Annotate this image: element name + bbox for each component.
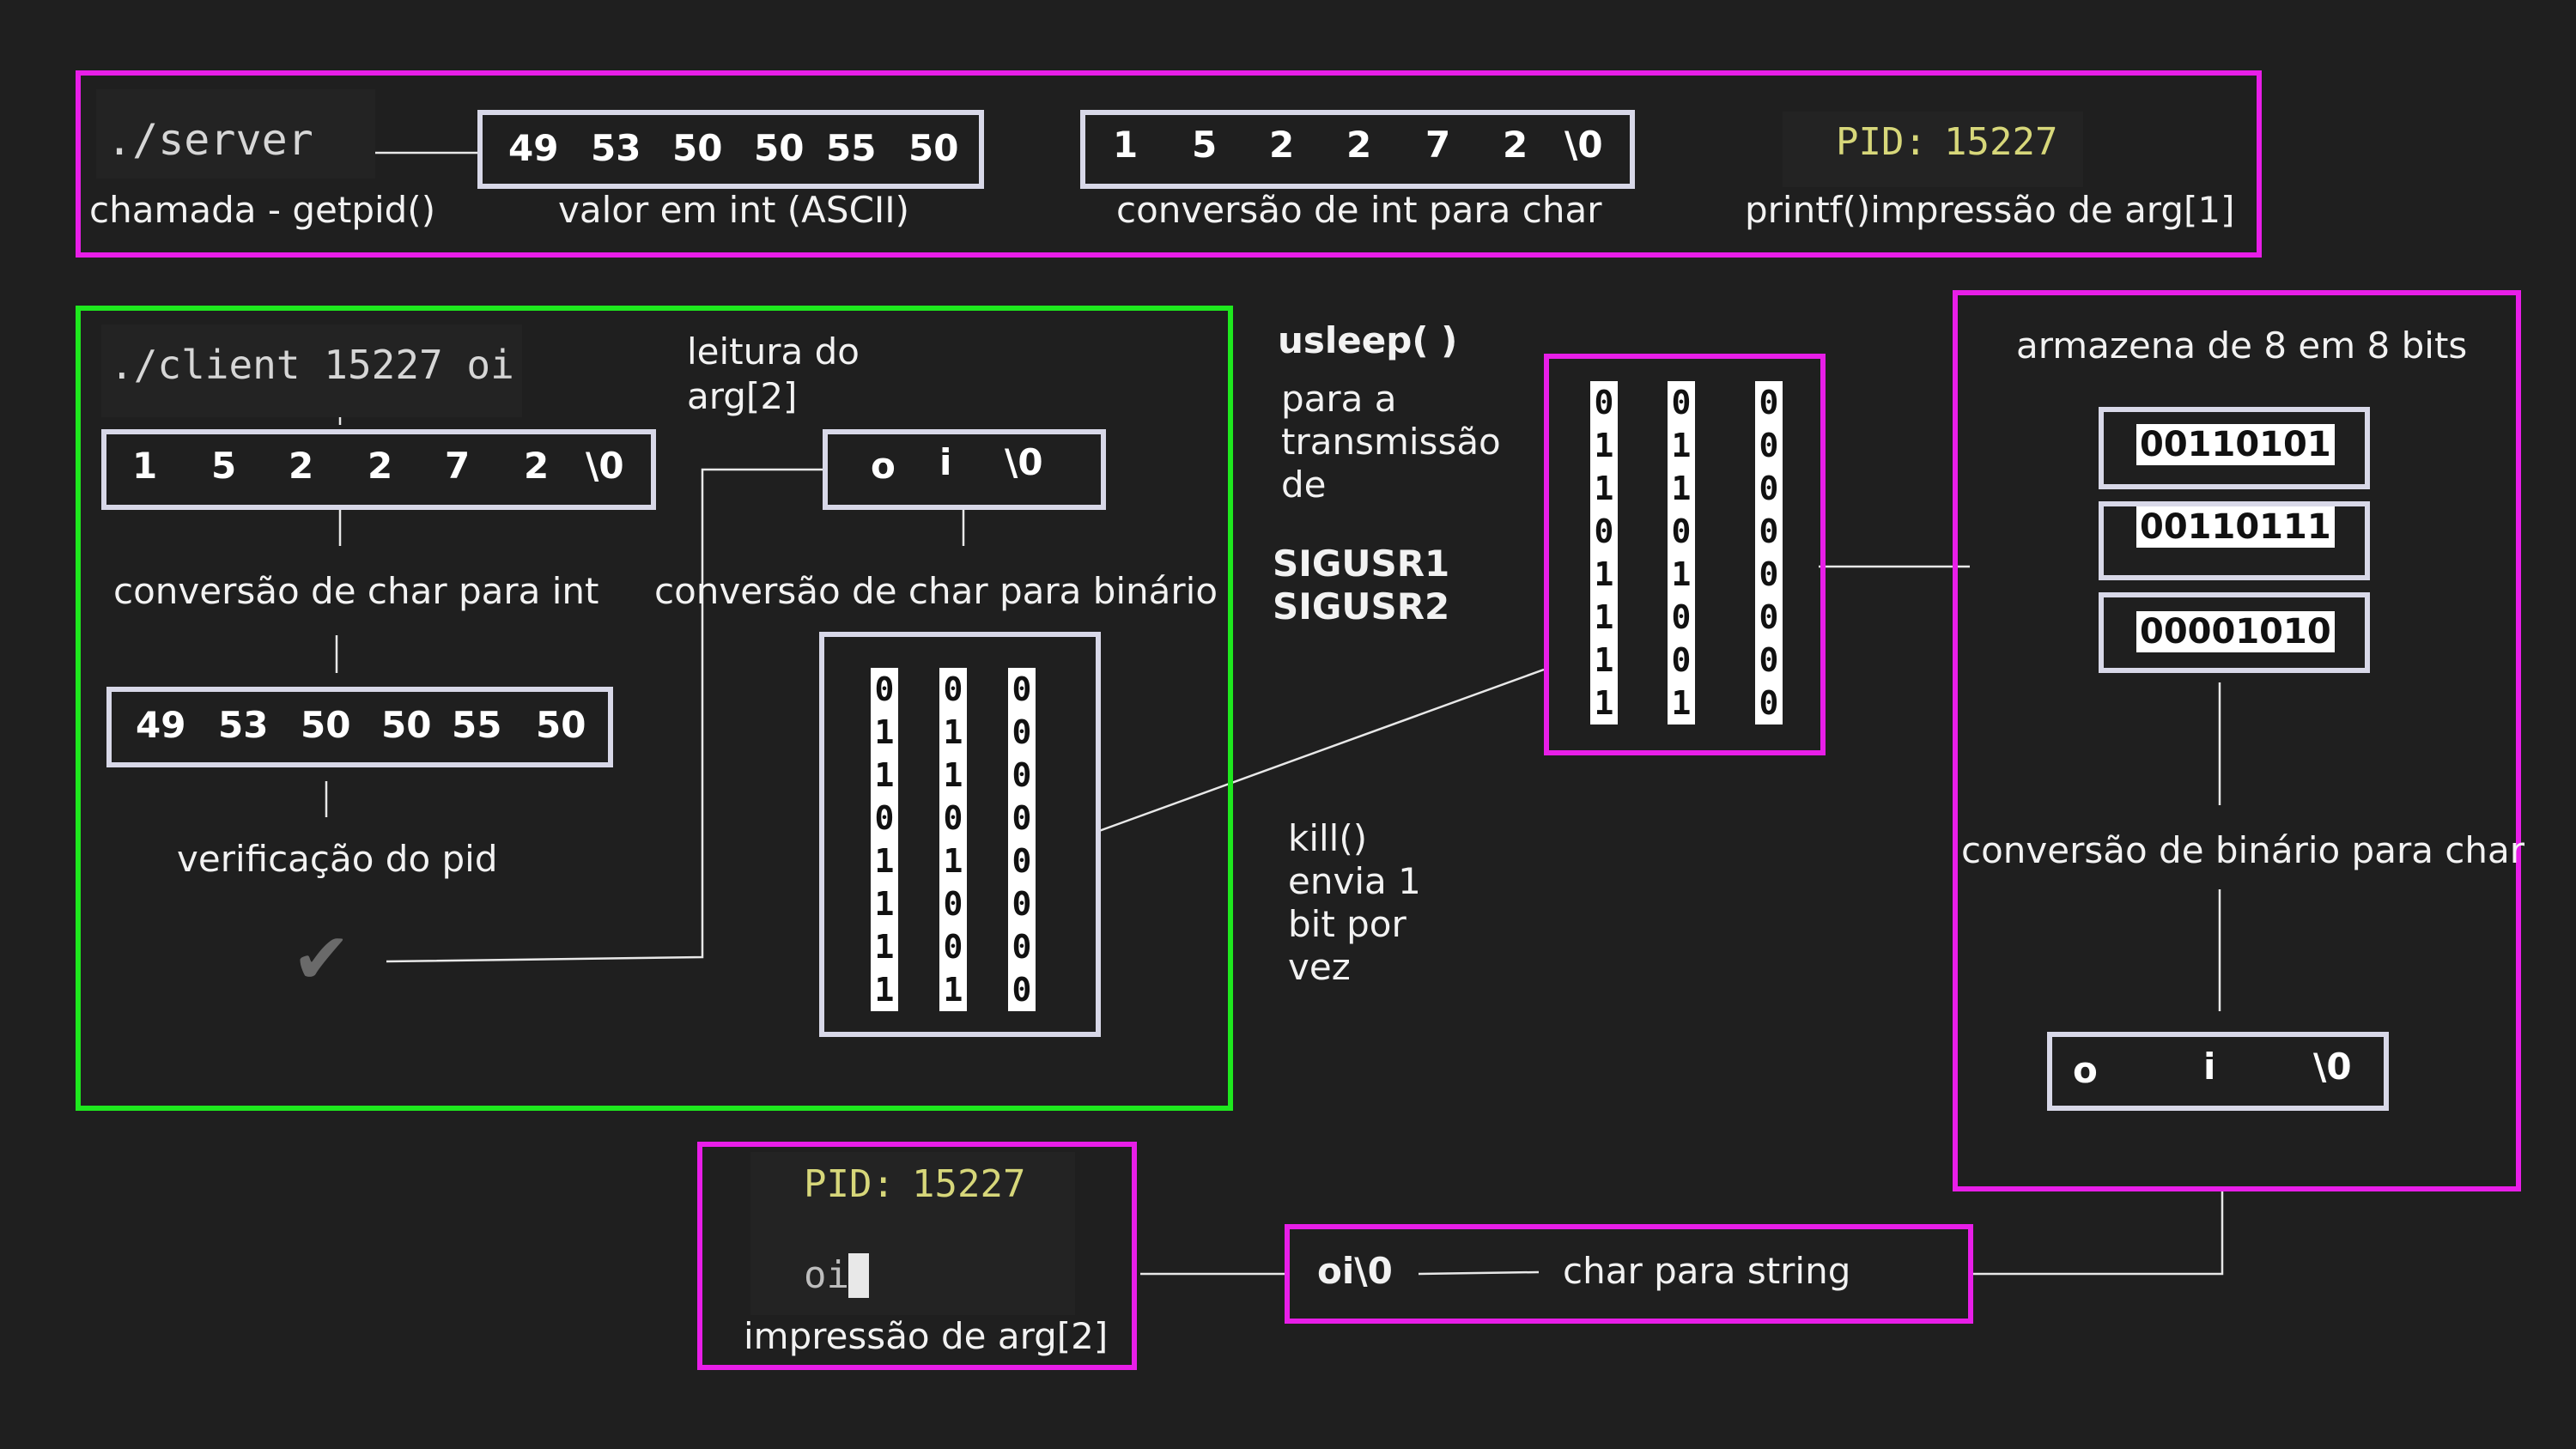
caption-char-bin: conversão de char para binário (654, 570, 1218, 612)
check-mark-icon: ✔ (292, 919, 351, 1000)
caption-store-bits: armazena de 8 em 8 bits (2016, 324, 2468, 367)
pid-value: 15227 (912, 1162, 1026, 1206)
ascii-cell: 49 (136, 704, 186, 746)
ascii-cell: 50 (908, 127, 959, 169)
string-frame (1285, 1224, 1973, 1324)
char-cell: 2 (1269, 124, 1295, 166)
caption-getpid: chamada - getpid() (89, 189, 436, 231)
binary-column: 00000000 (1008, 668, 1036, 1011)
kill-desc-line: bit por (1288, 903, 1406, 945)
pid-char: 7 (445, 445, 471, 487)
ascii-cell: 50 (672, 127, 723, 169)
caption-bin-char: conversão de binário para char (1961, 829, 2525, 871)
pid-char: 1 (132, 445, 158, 487)
receiver-chars-box (2047, 1032, 2389, 1111)
byte-box (2099, 407, 2370, 489)
server-ascii-box (477, 110, 984, 189)
byte-value: 00001010 (2136, 611, 2335, 652)
caption-printf: printf()impressão de arg[1] (1745, 189, 2235, 231)
signal-sigusr1: SIGUSR1 (1273, 543, 1450, 585)
usleep-desc-line: transmissão (1281, 421, 1501, 463)
caption-char-string: char para string (1563, 1250, 1851, 1292)
ascii-cell: 53 (218, 704, 269, 746)
binary-column: 01101111 (1590, 381, 1618, 724)
kill-desc-line: envia 1 (1288, 860, 1421, 902)
char-cell: 2 (1503, 124, 1528, 166)
char-cell: 1 (1113, 124, 1139, 166)
pid-char: 5 (211, 445, 237, 487)
ascii-cell: 50 (754, 127, 805, 169)
pid-char: \0 (586, 445, 624, 487)
signal-sigusr2: SIGUSR2 (1273, 585, 1450, 627)
pid-char: 2 (524, 445, 550, 487)
pid-label: PID: (804, 1162, 895, 1206)
pid-label: PID: (1836, 120, 1927, 164)
byte-box (2099, 592, 2370, 673)
pid-char: 2 (289, 445, 314, 487)
ascii-cell: 49 (508, 127, 559, 169)
ascii-cell: 55 (452, 704, 502, 746)
byte-value: 00110101 (2136, 424, 2335, 465)
caption-read-line: leitura do (687, 330, 860, 373)
caption-int-char: conversão de int para char (1116, 189, 1602, 231)
byte-value: 00110111 (2136, 506, 2335, 548)
output-frame (697, 1142, 1137, 1370)
server-pid-terminal: PID: 15227 (1783, 112, 2083, 187)
recv-char: \0 (2313, 1046, 2352, 1088)
binary-column: 01101111 (871, 668, 898, 1011)
server-frame (76, 70, 2262, 258)
client-command: ./client 15227 oi (110, 342, 514, 388)
recv-char: i (2203, 1046, 2216, 1088)
msg-char: \0 (1005, 441, 1043, 483)
ascii-cell: 50 (301, 704, 351, 746)
msg-char: i (939, 441, 952, 483)
char-cell: 7 (1425, 124, 1451, 166)
msg-char: o (871, 445, 896, 487)
binary-column: 01101001 (1668, 381, 1695, 724)
char-cell: 2 (1346, 124, 1372, 166)
caption-char-int: conversão de char para int (113, 570, 599, 612)
kill-desc-line: kill() (1288, 817, 1368, 859)
client-frame (76, 306, 1233, 1111)
ascii-cell: 50 (381, 704, 432, 746)
char-cell: 5 (1192, 124, 1218, 166)
kill-desc: kill() envia 1 bit por vez (1288, 817, 1421, 989)
client-pid-box (101, 429, 656, 510)
caption-verify-pid: verificação do pid (177, 838, 498, 880)
kill-desc-line: vez (1288, 946, 1351, 988)
receiver-frame (1953, 290, 2521, 1191)
usleep-desc-line: de (1281, 464, 1327, 506)
recv-char: o (2073, 1049, 2098, 1091)
output-terminal: PID: 15227 oi (750, 1152, 1075, 1315)
usleep-desc: para a transmissão de (1281, 378, 1501, 506)
printed-output: oi (804, 1253, 849, 1297)
binary-column: 01101001 (939, 668, 967, 1011)
byte-box (2099, 501, 2370, 580)
client-terminal: ./client 15227 oi (101, 324, 522, 417)
client-msg-box (823, 429, 1106, 510)
cursor-icon (848, 1253, 869, 1298)
ascii-cell: 53 (591, 127, 641, 169)
caption-ascii: valor em int (ASCII) (558, 189, 910, 231)
char-cell: \0 (1564, 124, 1603, 166)
ascii-cell: 50 (536, 704, 586, 746)
server-char-box (1080, 110, 1635, 189)
client-ascii-box (106, 687, 613, 767)
string-value: oi\0 (1317, 1250, 1393, 1292)
pid-char: 2 (368, 445, 393, 487)
usleep-label: usleep( ) (1278, 319, 1458, 361)
pid-value: 15227 (1944, 120, 2058, 164)
caption-read-line: arg[2] (687, 375, 798, 417)
usleep-desc-line: para a (1281, 378, 1397, 420)
caption-read-arg: leitura do arg[2] (687, 330, 860, 419)
server-command: ./server (106, 115, 313, 165)
binary-column: 00000000 (1755, 381, 1783, 724)
ascii-cell: 55 (826, 127, 877, 169)
transmission-bits-frame (1544, 354, 1826, 755)
caption-print-arg: impressão de arg[2] (744, 1315, 1109, 1357)
server-terminal: ./server (96, 89, 375, 179)
